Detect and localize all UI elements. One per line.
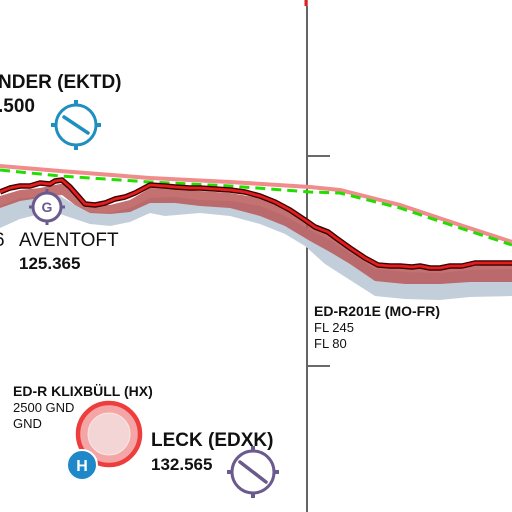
airport-blue-icon[interactable] [51, 100, 101, 150]
airspace-r201e-lower: FL 80 [314, 336, 347, 351]
airspace-r201e-upper: FL 245 [314, 320, 354, 335]
airspace-klixbull-upper: 2500 GND [13, 400, 75, 415]
heliport-letter: H [76, 458, 88, 475]
airspace-r201e-name: ED-R201E (MO-FR) [314, 303, 441, 319]
restricted-area-icon[interactable] [75, 400, 143, 468]
airport-g-icon[interactable]: G [29, 189, 65, 225]
airport-aventoft-name: AVENTOFT [19, 230, 119, 251]
airport-aventoft-freq: 125.365 [19, 254, 81, 273]
airport-ektd-freq: .500 [0, 96, 35, 117]
airspace-klixbull-name: ED-R KLIXBÜLL (HX) [13, 383, 153, 399]
airport-leck-freq: 132.565 [151, 455, 213, 474]
airspace-klixbull-lower: GND [13, 416, 42, 431]
airport-aventoft-prefix: 6 [0, 231, 5, 250]
airport-g-letter: G [42, 199, 53, 215]
green-dashed-line [0, 168, 512, 247]
airport-ektd-name: NDER (EKTD) [0, 72, 122, 93]
airport-purple-icon[interactable] [227, 446, 279, 498]
airport-leck-name: LECK (EDXK) [151, 430, 274, 451]
heliport-icon[interactable]: H [66, 449, 98, 481]
pink-boundary-line [0, 164, 512, 244]
border-rose-band [0, 183, 512, 284]
border-line [0, 178, 512, 270]
